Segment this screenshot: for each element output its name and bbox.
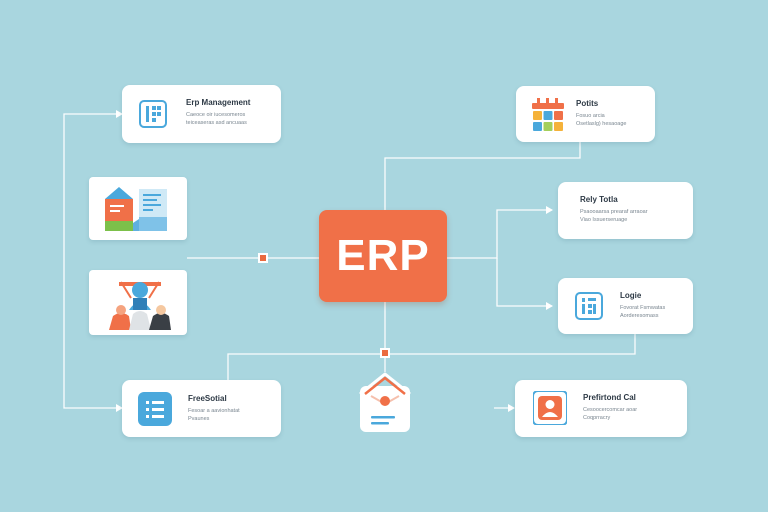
card-subtitle: Fosuo arcia (576, 113, 605, 119)
hub-to-potits-line (384, 142, 581, 210)
mail-envelope-icon[interactable] (359, 372, 411, 434)
erp-hub[interactable]: ERP (319, 210, 447, 302)
card-subtitle: Viao Issuerseruage (580, 217, 628, 223)
connector-node (380, 348, 390, 358)
arrowhead (116, 110, 123, 118)
arrowhead (508, 404, 515, 412)
arrowhead (546, 206, 553, 214)
documents-illustration-tile[interactable] (89, 177, 187, 240)
card-subtitle: Coqprracry (583, 415, 611, 421)
hub-to-rely-line (447, 209, 552, 259)
arrowhead (116, 404, 123, 412)
card-subtitle: Aorderesomass (620, 313, 659, 319)
team-people-illustration (109, 281, 171, 330)
team-illustration-tile[interactable] (89, 270, 187, 335)
card-title: Potits (576, 99, 599, 108)
arrowhead (546, 302, 553, 310)
card-subtitle: Psaooaarsa prearaf arraoar (580, 209, 648, 215)
card-subtitle: Fesoar a aavionhatat (188, 408, 240, 414)
grid-app-icon (575, 292, 603, 320)
card-subtitle: Osetlaslg) hesaoage (576, 121, 627, 127)
card-subtitle: Pvaunes (188, 416, 210, 422)
freesotial-card[interactable]: FreeSotial Fesoar a aavionhatat Pvaunes (122, 380, 281, 437)
card-subtitle: Fovorat Fsmwatas (620, 305, 666, 311)
bottom-bus-line (227, 333, 636, 380)
left-trunk-line (63, 113, 122, 409)
erp-hub-label: ERP (336, 231, 430, 280)
potits-card[interactable]: Potits Fosuo arcia Osetlaslg) hesaoage (516, 86, 655, 142)
hub-to-logie-line (496, 258, 552, 307)
rely-totla-card[interactable]: Rely Totla Psaooaarsa prearaf arraoar Vi… (558, 182, 693, 239)
stacked-documents-illustration (105, 187, 167, 231)
app-grid-icon (139, 100, 167, 128)
card-title: Rely Totla (580, 195, 618, 204)
card-title: FreeSotial (188, 394, 227, 403)
prefirtond-cal-card[interactable]: Prefirtond Cal Cesoocercomcar aoar Coqpr… (515, 380, 687, 437)
list-icon (138, 392, 172, 426)
erp-management-card[interactable]: Erp Management Caeoce oir iucesomeros te… (122, 85, 281, 143)
logie-card[interactable]: Logie Fovorat Fsmwatas Aorderesomass (558, 278, 693, 334)
card-subtitle: Caeoce oir iucesomeros (186, 112, 246, 118)
user-profile-icon (533, 391, 567, 425)
card-title: Erp Management (186, 98, 251, 107)
card-subtitle: teiceaseras asd ancuaas (186, 120, 247, 126)
card-title: Prefirtond Cal (583, 393, 636, 402)
card-subtitle: Cesoocercomcar aoar (583, 407, 638, 413)
card-title: Logie (620, 291, 642, 300)
connector-node (258, 253, 268, 263)
color-blocks-icon (532, 98, 564, 131)
